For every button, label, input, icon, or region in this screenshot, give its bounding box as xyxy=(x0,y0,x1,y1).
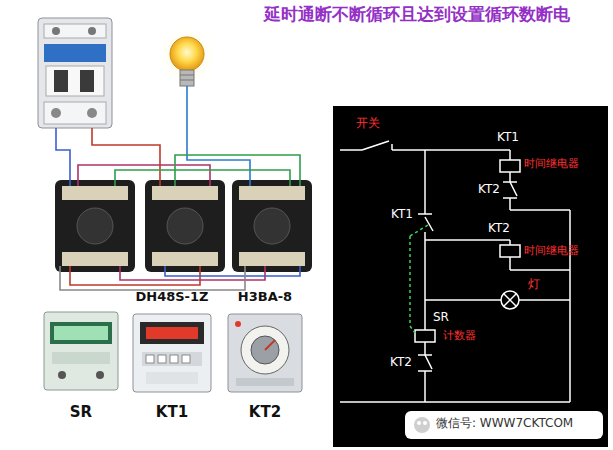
device-label: KT1 xyxy=(124,404,220,421)
switch-label: 开关 xyxy=(356,117,380,131)
counter-device xyxy=(44,312,118,390)
device-unit: SR xyxy=(40,300,122,428)
watermark: 微信号: WWW7CKTCOM xyxy=(436,417,573,431)
contact-name: KT1 xyxy=(391,208,413,222)
analog-timer xyxy=(228,314,302,392)
component-note: 时间继电器 xyxy=(524,245,579,258)
component-note: 时间继电器 xyxy=(524,158,579,171)
device-label: SR xyxy=(40,404,122,421)
component-note: 计数器 xyxy=(443,330,476,343)
watermark-badge xyxy=(405,411,603,439)
contact-name: KT2 xyxy=(390,356,412,370)
relay-socket xyxy=(55,180,312,272)
model-number: H3BA-8 xyxy=(222,290,308,305)
relay-name: KT2 xyxy=(488,222,510,236)
circuit-breaker xyxy=(38,18,112,128)
light-bulb xyxy=(155,24,219,88)
device-unit: H3BA-8KT2 xyxy=(222,290,308,428)
schematic-panel xyxy=(333,106,608,447)
relay-name: KT1 xyxy=(497,131,519,145)
digital-timer xyxy=(133,314,211,392)
lamp-label: 灯 xyxy=(528,278,540,292)
model-number: DH48S-1Z xyxy=(124,290,220,305)
device-unit: DH48S-1Z KT1 xyxy=(124,290,220,428)
contact-name: KT2 xyxy=(478,183,500,197)
device-label: KT2 xyxy=(222,404,308,421)
colored-wires xyxy=(56,86,300,290)
counter-name: SR xyxy=(433,311,449,325)
diagram-title: 延时通断不断循环且达到设置循环数断电 xyxy=(262,5,572,25)
